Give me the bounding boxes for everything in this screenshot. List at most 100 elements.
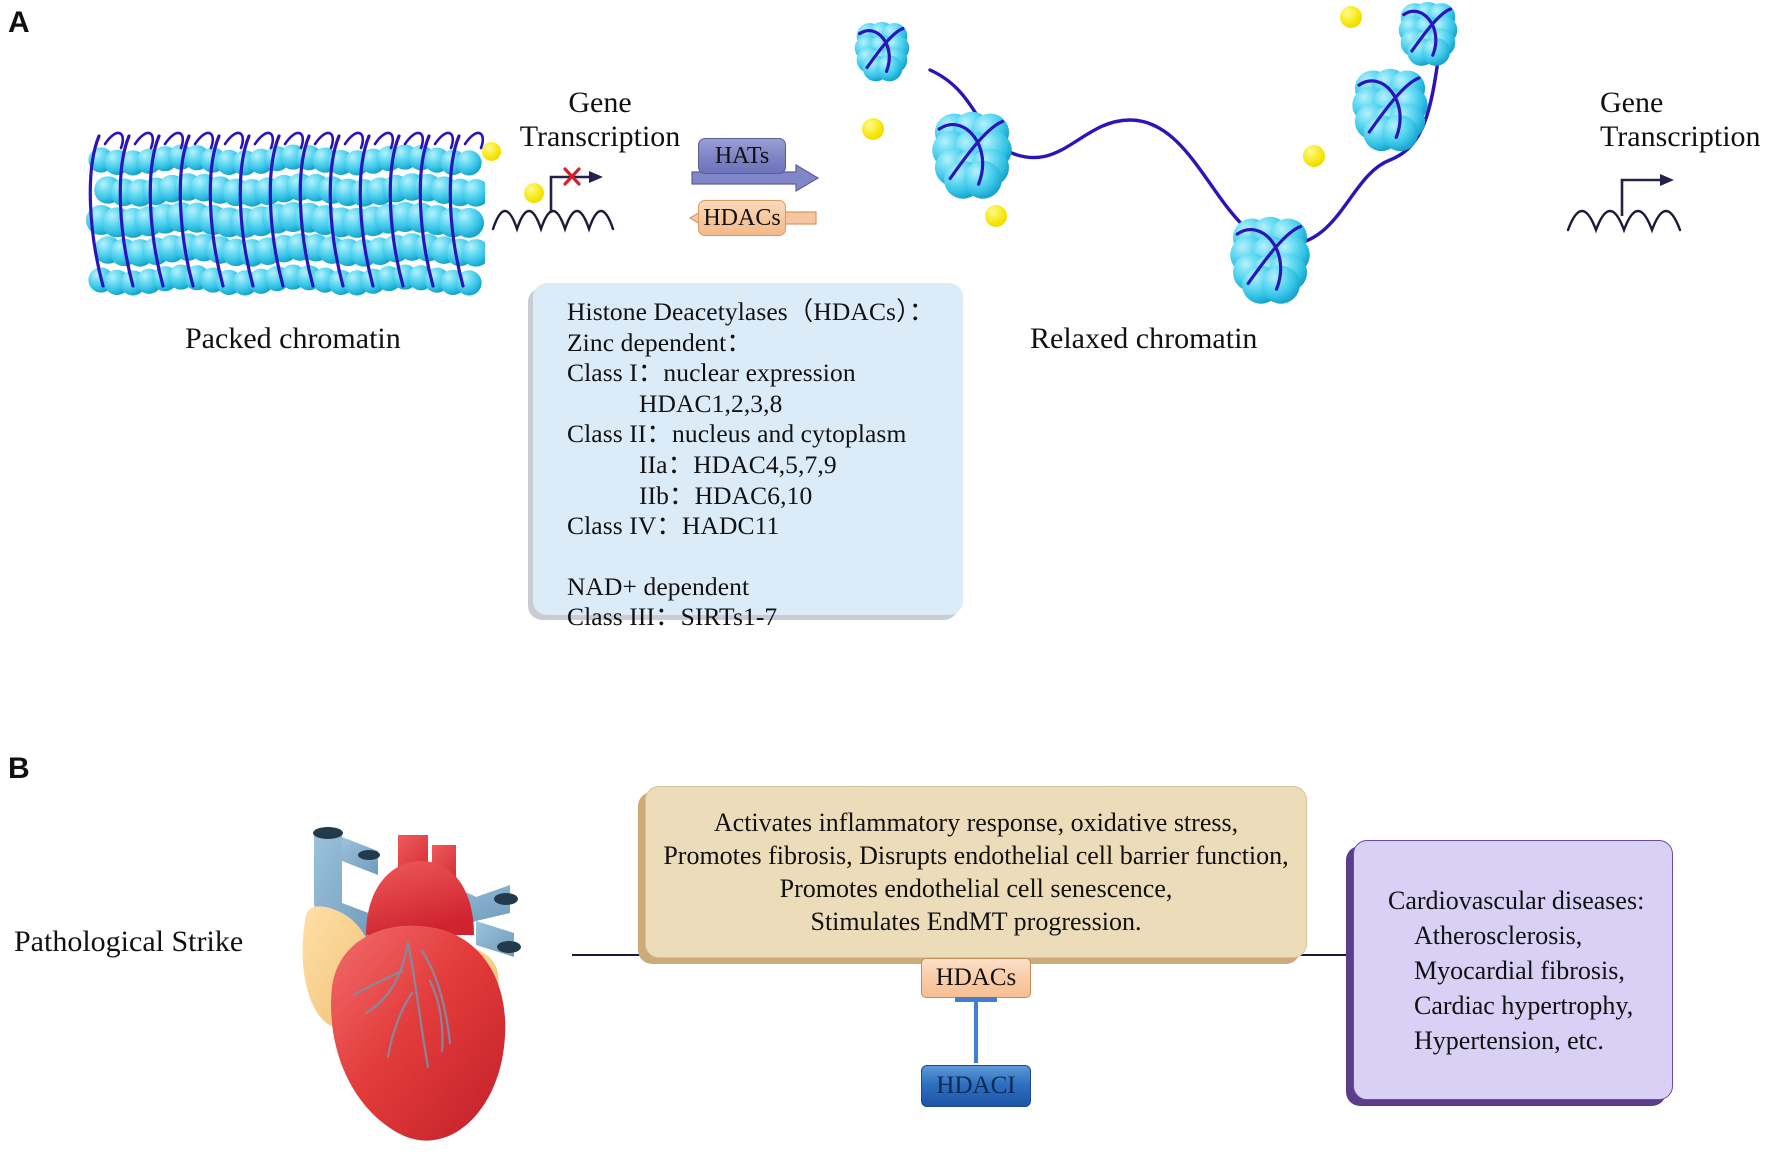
info-line: Zinc dependent： — [567, 327, 752, 357]
hdac-effects-lines: Activates inflammatory response, oxidati… — [663, 806, 1288, 938]
ventricles — [331, 925, 506, 1141]
dna-strand — [208, 134, 225, 288]
hdacs-button[interactable]: HDACs — [698, 200, 786, 236]
nucleosome-bead — [1261, 265, 1300, 304]
hdac-classification-info-box: Histone Deacetylases（HDACs）：Zinc depende… — [533, 283, 963, 631]
gene-transcription-right-line2: Transcription — [1600, 119, 1761, 153]
dna-strand — [1235, 227, 1283, 291]
dna-strand — [358, 134, 375, 288]
gene-transcription-left-label: Gene Transcription — [505, 86, 695, 153]
dna-strand — [178, 134, 195, 288]
transcription-arrow-left-head — [589, 171, 603, 183]
transcription-arrow-left-stem — [549, 175, 589, 213]
blocked-transcription-dna — [485, 155, 635, 245]
hats-arrow-shape — [691, 164, 820, 193]
relaxed-chromatin-svg — [854, 1, 1458, 304]
acetyl-mark-icon — [862, 118, 884, 140]
info-line: Class II：nucleus and cytoplasm — [567, 419, 907, 449]
hdaci-node[interactable]: HDACI — [921, 1065, 1031, 1107]
tan-line: Activates inflammatory response, oxidati… — [713, 808, 1239, 837]
dna-strand — [388, 134, 405, 288]
dna-strand — [163, 131, 185, 150]
acetyl-mark-icon — [482, 142, 501, 161]
coronary-vessels — [352, 941, 452, 1069]
tan-line: Promotes endothelial cell senescence, — [779, 874, 1173, 903]
great-vessel-base — [366, 861, 474, 935]
dna-strand — [948, 119, 1005, 181]
packed-chromatin-illustration — [85, 122, 490, 307]
info-line: IIb：HDAC6,10 — [639, 480, 813, 510]
info-line: IIa：HDAC4,5,7,9 — [639, 449, 837, 479]
heart-svg — [302, 827, 521, 1141]
dna-strand — [88, 134, 105, 288]
dna-strand — [328, 134, 345, 288]
packed-chromatin-svg — [86, 131, 490, 296]
dna-strand — [238, 134, 255, 288]
dna-strand — [253, 131, 275, 150]
acetyl-mark-icon — [1303, 145, 1325, 167]
nucleosome-bead — [1421, 37, 1450, 66]
dna-strand — [937, 122, 985, 186]
hdac-effects-box: Activates inflammatory response, oxidati… — [645, 786, 1307, 958]
dna-strand — [1402, 9, 1438, 57]
tan-line: Promotes fibrosis, Disrupts endothelial … — [663, 841, 1289, 870]
nucleosome-bead — [456, 150, 482, 176]
dna-strand — [857, 29, 891, 73]
nucleosome-bead — [456, 270, 482, 296]
acetyl-mark-icon — [985, 205, 1007, 227]
acetyl-mark-icon — [524, 183, 544, 203]
dna-strand — [103, 131, 125, 150]
dna-strand — [1246, 224, 1303, 286]
info-line: NAD+ dependent — [567, 571, 750, 601]
dna-strand — [1367, 76, 1421, 134]
dna-strand — [283, 131, 305, 150]
transcription-blocked-x-icon — [563, 167, 581, 186]
info-line: Histone Deacetylases（HDACs）： — [567, 297, 935, 326]
panel-b-letter: B — [8, 752, 30, 785]
hdac-classification-lines: Histone Deacetylases（HDACs）：Zinc depende… — [567, 297, 963, 633]
purple-line: Hypertension, etc. — [1414, 1025, 1604, 1055]
dna-wave-right — [1566, 209, 1682, 234]
info-line — [567, 542, 963, 572]
gene-transcription-left-line2: Transcription — [519, 119, 681, 153]
dna-strand — [313, 131, 335, 150]
nucleosome-bead — [462, 179, 490, 207]
cardiovascular-diseases-box: Cardiovascular diseases: Atherosclerosis,… — [1353, 840, 1673, 1100]
purple-line: Cardiovascular diseases: — [1388, 885, 1645, 915]
dna-strand — [133, 131, 155, 150]
purple-line: Myocardial fibrosis, — [1414, 955, 1625, 985]
acetyl-mark-icon — [1340, 6, 1362, 28]
dna-strand — [193, 131, 215, 150]
nucleosome-bead — [462, 239, 490, 267]
dna-strand — [373, 131, 395, 150]
hdacs-node[interactable]: HDACs — [921, 958, 1031, 998]
dna-strand — [448, 134, 465, 288]
vein-left-branch-opening — [358, 850, 380, 860]
dna-strand — [118, 134, 135, 288]
cardiovascular-diseases-lines: Cardiovascular diseases: Atherosclerosis,… — [1388, 883, 1672, 1058]
relaxed-chromatin-illustration — [830, 0, 1470, 304]
vein-left-opening — [313, 827, 343, 839]
transcription-arrow-right-stem — [1620, 178, 1660, 216]
hats-button[interactable]: HATs — [698, 138, 786, 174]
active-transcription-dna — [1560, 168, 1730, 253]
dna-strand — [268, 134, 285, 288]
purple-line: Cardiac hypertrophy, — [1414, 990, 1634, 1020]
dna-strand — [1357, 79, 1402, 139]
nucleosome-bead — [876, 55, 903, 82]
info-line: Class III：SIRTs1-7 — [567, 602, 778, 632]
packed-chromatin-label: Packed chromatin — [185, 322, 401, 355]
vein-right-opening — [494, 893, 518, 905]
dna-wave-left — [491, 209, 615, 233]
nucleosome-bead — [963, 160, 1002, 199]
nucleosome-bead — [454, 207, 484, 238]
gene-transcription-left-line1: Gene — [568, 86, 632, 119]
dna-strand — [148, 134, 165, 288]
dna-strand — [463, 131, 485, 150]
dna-strand — [343, 131, 365, 150]
inhibition-tbar-icon — [955, 997, 997, 1002]
dna-strand — [418, 134, 435, 288]
nucleosome-bead — [1382, 115, 1419, 152]
purple-line: Atherosclerosis, — [1414, 920, 1583, 950]
dna-strand — [223, 131, 245, 150]
